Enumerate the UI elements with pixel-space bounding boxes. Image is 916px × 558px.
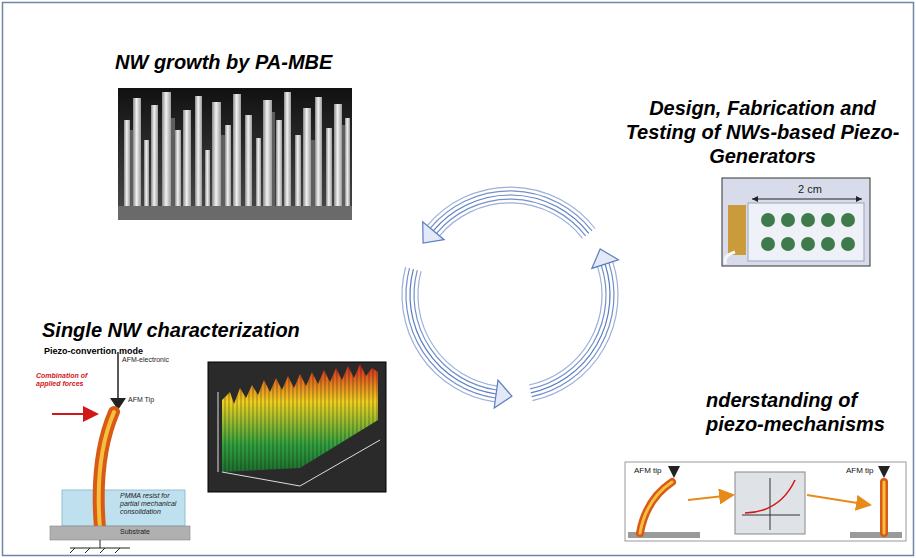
- section-title: NW growth by PA-MBE: [115, 50, 332, 74]
- part-label: AFM Tip: [128, 396, 154, 404]
- part-label: Substrate: [120, 528, 150, 536]
- mode-label: Piezo-convertion mode: [44, 346, 143, 356]
- part-label: AFM tip: [634, 466, 662, 475]
- part-label: PMMA resist for partial mechanical conso…: [120, 492, 182, 516]
- force-label: Combination of applied forces: [36, 372, 88, 388]
- dimension-label: 2 cm: [798, 183, 822, 196]
- mechanism-sketch: [625, 462, 906, 541]
- section-title: Single NW characterization: [42, 318, 300, 342]
- cycle-arrows: [402, 187, 618, 408]
- section-title: nderstanding of piezo-mechanisms: [706, 388, 910, 436]
- section-title: Design, Fabrication and Testing of NWs-b…: [620, 96, 905, 168]
- sem-image: [118, 88, 352, 220]
- output-map-plot: [208, 362, 386, 492]
- part-label: AFM tip: [846, 466, 874, 475]
- device-photo: [722, 178, 870, 266]
- frame: [3, 3, 914, 556]
- part-label: AFM-electronic: [122, 356, 169, 364]
